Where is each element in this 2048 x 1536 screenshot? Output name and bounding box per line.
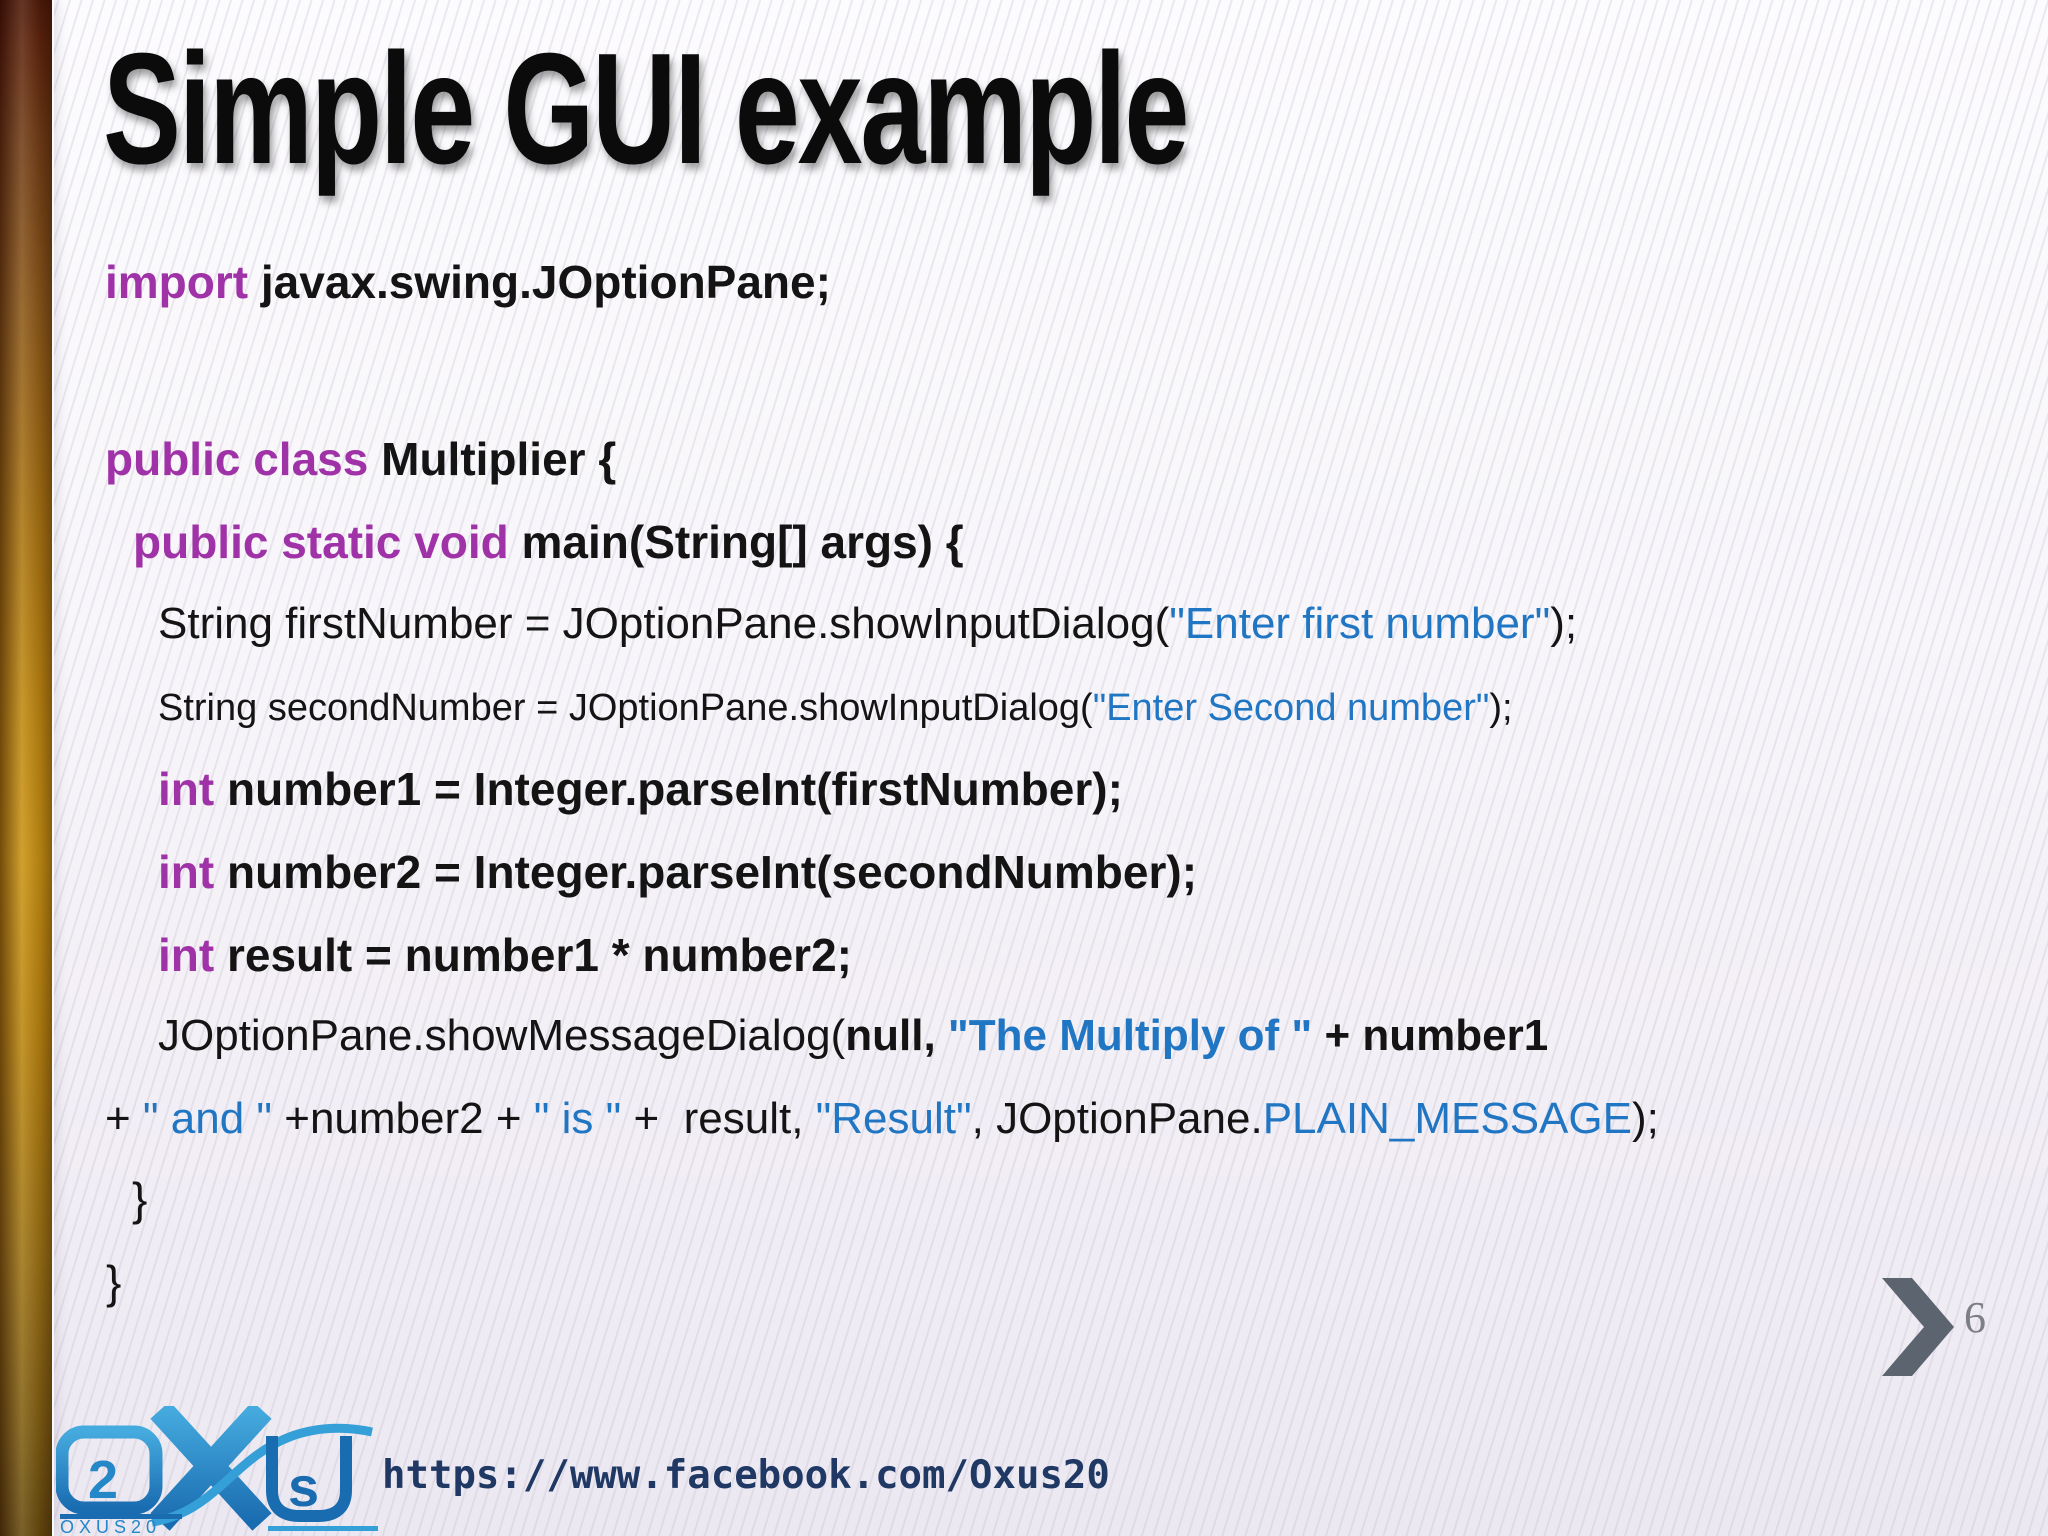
code-text: );	[1489, 687, 1513, 729]
footer-url: https://www.facebook.com/Oxus20	[382, 1453, 1110, 1498]
code-line-main: public static void main(String[] args) {	[133, 515, 964, 570]
slide-title: Simple GUI example	[103, 21, 1189, 197]
code-keyword: int	[158, 929, 227, 981]
code-keyword: int	[158, 846, 227, 898]
oxus20-logo: 2 s OXUS20	[56, 1406, 378, 1534]
code-line-concat: + " and " +number2 + " is " + result, "R…	[105, 1093, 1659, 1146]
code-text: main(String[] args) {	[521, 516, 964, 568]
code-text: + number1	[1324, 1011, 1549, 1060]
logo-s-glyph: s	[266, 1436, 352, 1522]
code-text: , JOptionPane.	[971, 1094, 1263, 1143]
page-number: 6	[1964, 1293, 1986, 1342]
code-text: Multiplier {	[381, 433, 617, 485]
logo-x-glyph	[150, 1406, 272, 1531]
code-line-import: import javax.swing.JOptionPane;	[105, 255, 831, 310]
code-text: javax.swing.JOptionPane;	[260, 256, 831, 308]
code-text: String secondNumber = JOptionPane.showIn…	[158, 687, 1093, 729]
logo-s-letter: s	[288, 1455, 319, 1518]
code-text: null,	[845, 1011, 948, 1060]
code-text: number1 = Integer.parseInt(firstNumber);	[226, 763, 1123, 815]
logo-underline-left	[60, 1514, 182, 1519]
code-string: "Result"	[815, 1094, 972, 1143]
code-line-number2: int number2 = Integer.parseInt(secondNum…	[158, 845, 1197, 900]
code-text: }	[106, 1256, 122, 1308]
code-string: "Enter Second number"	[1092, 687, 1490, 729]
code-text: +	[105, 1094, 143, 1143]
code-line-class: public class Multiplier {	[105, 432, 616, 487]
code-text: number2 = Integer.parseInt(secondNumber)…	[226, 846, 1198, 898]
code-text: );	[1631, 1094, 1659, 1143]
code-string: PLAIN_MESSAGE	[1262, 1094, 1632, 1143]
code-line-showmessage: JOptionPane.showMessageDialog(null, "The…	[158, 1010, 1548, 1063]
logo-2-glyph: 2	[88, 1450, 118, 1510]
slide-edge-gradient-bar	[0, 0, 52, 1536]
code-string: " is "	[533, 1094, 622, 1143]
code-text: +number2 +	[272, 1094, 534, 1143]
logo-o-glyph: 2	[56, 1425, 163, 1515]
code-string: "Enter first number"	[1169, 599, 1551, 648]
code-line-result: int result = number1 * number2;	[158, 928, 852, 983]
code-line-secondnumber: String secondNumber = JOptionPane.showIn…	[158, 686, 1513, 732]
code-line-number1: int number1 = Integer.parseInt(firstNumb…	[158, 762, 1123, 817]
logo-caption: OXUS20	[60, 1517, 161, 1534]
chevron-right-icon	[1882, 1278, 1954, 1376]
logo-swoosh	[151, 1423, 373, 1527]
code-line-close-brace-inner: }	[132, 1172, 147, 1227]
code-text: JOptionPane.showMessageDialog(	[158, 1011, 846, 1060]
code-string: " and "	[142, 1094, 273, 1143]
code-line-close-brace-outer: }	[106, 1255, 121, 1310]
code-text: );	[1550, 599, 1578, 648]
code-text: + result,	[621, 1094, 816, 1143]
code-keyword: public class	[105, 433, 382, 485]
code-text: String firstNumber = JOptionPane.showInp…	[158, 599, 1170, 648]
code-keyword: import	[105, 256, 261, 308]
code-text: }	[132, 1173, 148, 1225]
code-string: "The Multiply of "	[947, 1011, 1325, 1060]
logo-underline-right	[268, 1526, 378, 1531]
code-line-firstnumber: String firstNumber = JOptionPane.showInp…	[158, 598, 1577, 651]
code-text: result = number1 * number2;	[226, 929, 852, 981]
code-keyword: int	[158, 763, 227, 815]
code-keyword: public static void	[133, 516, 522, 568]
